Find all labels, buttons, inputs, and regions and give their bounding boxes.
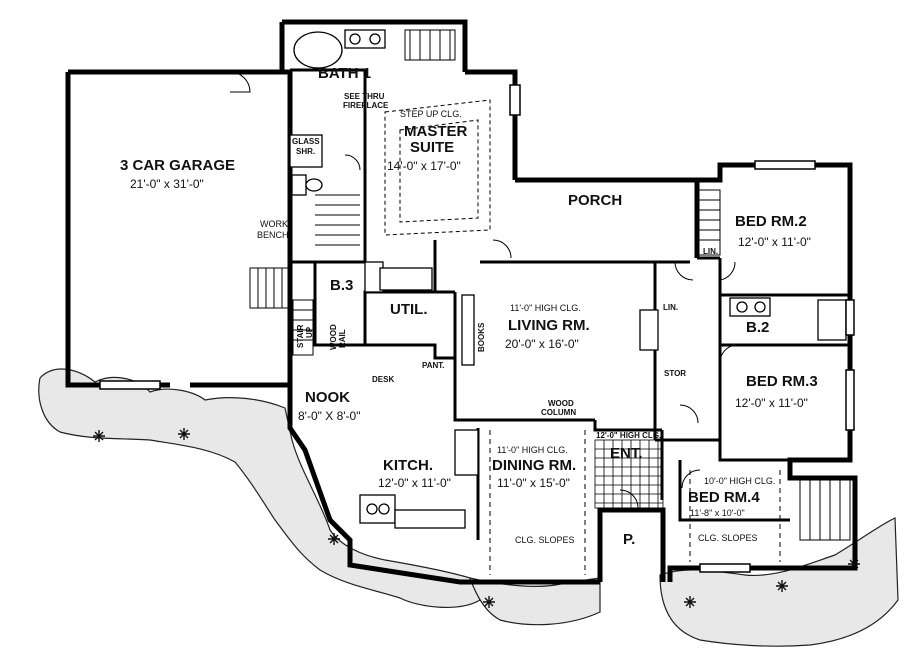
entry-tile-grid bbox=[594, 439, 664, 509]
stair-up-1: STAIR bbox=[296, 324, 305, 348]
b2-name: B.2 bbox=[746, 319, 770, 336]
pant-label: PANT. bbox=[422, 361, 445, 370]
desk-label: DESK bbox=[372, 375, 395, 384]
living-size: 20'-0" x 16'-0" bbox=[505, 337, 579, 351]
stair-up-2: UP bbox=[305, 326, 314, 338]
stair bbox=[249, 267, 314, 356]
living-ceiling: 11'-0" HIGH CLG. bbox=[510, 303, 581, 313]
glass-shr-1: GLASS bbox=[292, 137, 320, 146]
garage-size: 21'-0" x 31'-0" bbox=[130, 177, 204, 191]
lin-a: LIN. bbox=[703, 247, 719, 256]
kitchen-size: 12'-0" x 11'-0" bbox=[378, 476, 451, 490]
bed3-size: 12'-0" x 11'-0" bbox=[735, 396, 808, 410]
lin-b: LIN. bbox=[663, 303, 679, 312]
fireplace-label-2: FIREPLACE bbox=[343, 101, 389, 110]
porch-name: PORCH bbox=[568, 192, 623, 209]
kitchen-name: KITCH. bbox=[383, 457, 433, 474]
bed2-name: BED RM.2 bbox=[735, 213, 807, 230]
bed2-size: 12'-0" x 11'-0" bbox=[738, 235, 811, 249]
bed3-name: BED RM.3 bbox=[746, 373, 818, 390]
nook-size: 8'-0" X 8'-0" bbox=[298, 409, 361, 423]
front-porch-name: P. bbox=[623, 531, 636, 548]
b3-name: B.3 bbox=[330, 277, 354, 294]
wood-column-1: WOOD bbox=[548, 399, 574, 408]
bed4-name: BED RM.4 bbox=[688, 489, 760, 506]
fireplace-label-1: SEE THRU bbox=[344, 92, 385, 101]
fixtures bbox=[289, 29, 847, 529]
toilet-tank bbox=[291, 174, 307, 196]
work-bench-2: BENCH bbox=[257, 230, 289, 240]
dining-size: 11'-0" x 15'-0" bbox=[497, 476, 570, 490]
master-name-2: SUITE bbox=[410, 139, 455, 156]
wood-rail-1: WOOD bbox=[329, 324, 338, 350]
garage-name: 3 CAR GARAGE bbox=[120, 157, 236, 174]
glass-shr-2: SHR. bbox=[296, 147, 316, 156]
master-ceiling: STEP UP CLG. bbox=[400, 109, 462, 119]
closet-hatching bbox=[315, 29, 851, 541]
work-bench-1: WORK bbox=[260, 219, 288, 229]
dining-slopes: CLG. SLOPES bbox=[515, 535, 575, 545]
fireplace bbox=[639, 309, 659, 351]
bed4-slopes: CLG. SLOPES bbox=[698, 533, 758, 543]
books-label: BOOKS bbox=[477, 322, 486, 352]
door-swings bbox=[229, 71, 736, 509]
dining-ceiling: 11'-0" HIGH CLG. bbox=[497, 445, 568, 455]
wood-rail-2: RAIL bbox=[338, 329, 347, 348]
landscaping bbox=[38, 368, 899, 647]
util-name: UTIL. bbox=[390, 301, 428, 318]
bed4-ceiling: 10'-0" HIGH CLG. bbox=[704, 476, 776, 486]
stor-label: STOR bbox=[664, 369, 687, 378]
tub bbox=[293, 31, 343, 69]
wood-column-2: COLUMN bbox=[541, 408, 577, 417]
bath1-name: BATH 1 bbox=[318, 65, 372, 82]
bed4-size: 11'-8" x 10'-0" bbox=[690, 508, 745, 518]
master-size: 14'-0" x 17'-0" bbox=[387, 159, 461, 173]
windows bbox=[99, 84, 855, 573]
shower bbox=[289, 134, 323, 168]
ent-ceiling: 12'-0" HIGH CLG. bbox=[596, 431, 662, 440]
nook-name: NOOK bbox=[305, 389, 350, 406]
ent-name: ENT. bbox=[610, 445, 643, 462]
living-name: LIVING RM. bbox=[508, 317, 590, 334]
ceiling-slope-lines bbox=[489, 430, 781, 575]
dining-name: DINING RM. bbox=[492, 457, 577, 474]
master-name-1: MASTER bbox=[404, 123, 468, 140]
master-ceiling-outline bbox=[384, 99, 491, 236]
